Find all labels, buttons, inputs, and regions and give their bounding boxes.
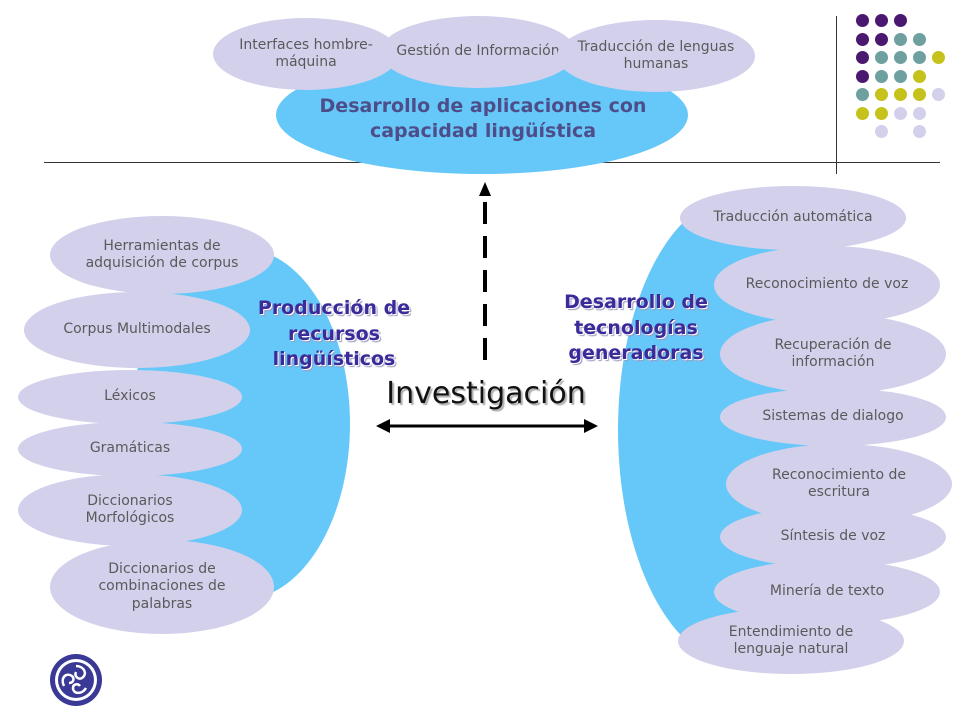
decorative-dot [875, 125, 888, 138]
decorative-dot [932, 51, 945, 64]
triskele-logo-icon [50, 654, 102, 706]
dot-grid-decoration [850, 14, 950, 154]
decorative-dot [875, 69, 888, 83]
left-item-lexicos: Léxicos [18, 370, 242, 424]
decorative-dot [856, 51, 869, 64]
top-bubble-gestion: Gestión de Información [380, 16, 576, 88]
decorative-dot [875, 14, 888, 27]
right-item-sistemas-dialogo: Sistemas de dialogo [720, 388, 946, 446]
right-item-reconocimiento-escritura: Reconocimiento de escritura [726, 444, 952, 524]
right-item-recuperacion: Recuperación de información [720, 314, 946, 394]
left-item-herramientas: Herramientas de adquisición de corpus [50, 216, 274, 294]
left-item-gramaticas: Gramáticas [18, 422, 242, 476]
right-item-traduccion-automatica: Traducción automática [680, 186, 906, 250]
decorative-dot [894, 51, 907, 64]
double-headed-arrow [376, 419, 598, 433]
decorative-dot [894, 32, 907, 46]
decorative-dot [856, 106, 869, 120]
decorative-dot [913, 106, 926, 120]
decorative-dot [894, 106, 907, 120]
decorative-dot [913, 88, 926, 101]
left-item-diccionarios-combinaciones: Diccionarios de combinaciones de palabra… [50, 540, 274, 634]
decorative-dot [913, 51, 926, 64]
decorative-dot [913, 32, 926, 46]
left-item-corpus: Corpus Multimodales [24, 292, 250, 368]
decorative-dot [913, 69, 926, 83]
technologies-title: Desarrollo de tecnologías generadoras [564, 291, 708, 365]
top-bubble-interfaces: Interfaces hombre-máquina [213, 18, 399, 90]
decorative-dot [856, 14, 869, 27]
vertical-divider [836, 16, 837, 174]
decorative-dot [875, 88, 888, 101]
decorative-dot [894, 88, 907, 101]
decorative-dot [875, 51, 888, 64]
decorative-dot [875, 106, 888, 120]
decorative-dot [913, 125, 926, 138]
decorative-dot [932, 88, 945, 101]
decorative-dot [875, 32, 888, 46]
decorative-dot [894, 69, 907, 83]
top-bubble-traduccion: Traducción de lenguas humanas [557, 20, 755, 92]
right-item-sintesis-voz: Síntesis de voz [720, 506, 946, 568]
decorative-dot [894, 14, 907, 27]
decorative-dot [856, 32, 869, 46]
decorative-dot [856, 69, 869, 83]
right-item-entendimiento: Entendimiento de lenguaje natural [678, 608, 904, 674]
applications-title: Desarrollo de aplicaciones con capacidad… [319, 95, 647, 142]
left-item-diccionarios-morfologicos: Diccionarios Morfológicos [18, 474, 242, 546]
right-item-reconocimiento-voz: Reconocimiento de voz [714, 246, 940, 324]
decorative-dot [856, 88, 869, 101]
resources-title: Producción de recursos lingüísticos [257, 297, 411, 371]
research-title: Investigación [386, 376, 586, 411]
dashed-up-arrow [479, 182, 491, 365]
